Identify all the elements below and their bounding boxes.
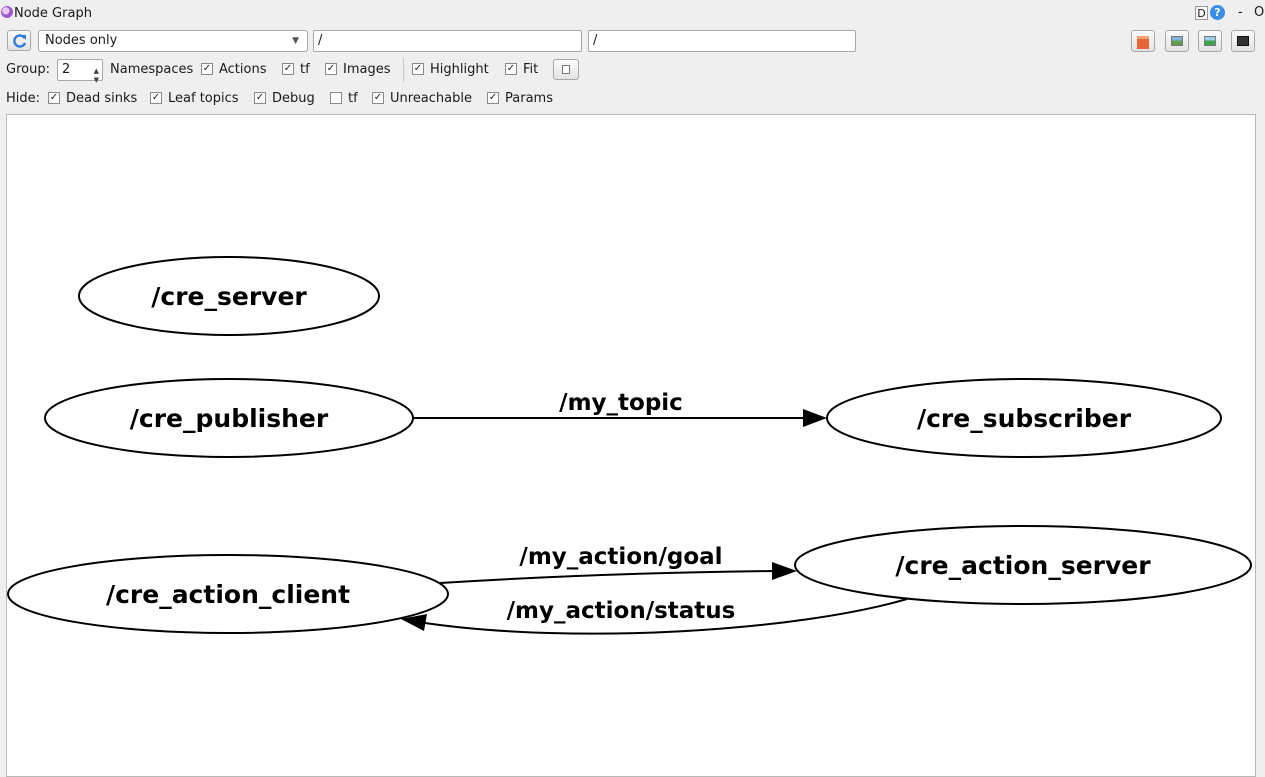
- hide-label: Hide:: [6, 91, 41, 106]
- hide-row: Hide: ✓ Dead sinks ✓ Leaf topics ✓ Debug…: [0, 87, 1265, 109]
- screen-icon: [1237, 36, 1249, 46]
- node-cre-server[interactable]: /cre_server: [78, 256, 380, 336]
- edge-my-action-goal[interactable]: /my_action/goal: [439, 544, 797, 584]
- spin-down-icon[interactable]: ▼: [93, 76, 99, 84]
- node-filter-input[interactable]: /: [313, 30, 582, 52]
- image-icon: [1171, 36, 1183, 46]
- leaf-topics-checkbox[interactable]: ✓: [150, 92, 162, 104]
- dead-sinks-checkbox[interactable]: ✓: [48, 92, 60, 104]
- fit-label: Fit: [523, 62, 539, 77]
- highlight-checkbox[interactable]: ✓: [412, 63, 424, 75]
- fit-checkbox[interactable]: ✓: [505, 63, 517, 75]
- image-save-icon: [1204, 36, 1216, 46]
- folder-icon: [1137, 36, 1149, 49]
- fit-icon: [562, 65, 570, 74]
- node-cre-publisher[interactable]: /cre_publisher: [44, 378, 414, 458]
- highlight-label: Highlight: [430, 62, 489, 77]
- app-icon: [1, 6, 13, 18]
- d-button[interactable]: D: [1195, 6, 1208, 20]
- hide-tf-label: tf: [348, 91, 358, 106]
- params-label: Params: [505, 91, 553, 106]
- minimize-button[interactable]: -: [1238, 5, 1243, 20]
- actions-label: Actions: [219, 62, 267, 77]
- topic-filter-input[interactable]: /: [588, 30, 856, 52]
- edge-label-my-action-status: /my_action/status: [507, 598, 736, 624]
- params-checkbox[interactable]: ✓: [487, 92, 499, 104]
- toolbar-row: Nodes only ▼ / /: [0, 29, 1265, 53]
- spin-up-icon[interactable]: ▲: [93, 67, 99, 75]
- edge-my-action-status[interactable]: /my_action/status: [401, 598, 908, 635]
- actions-checkbox[interactable]: ✓: [201, 63, 213, 75]
- group-spinbox[interactable]: 2 ▲ ▼: [57, 59, 103, 84]
- edge-label-my-topic: /my_topic: [559, 390, 683, 416]
- tf-checkbox[interactable]: ✓: [282, 63, 294, 75]
- help-icon[interactable]: ?: [1210, 5, 1225, 20]
- hide-tf-checkbox[interactable]: [330, 92, 342, 104]
- graph-mode-select[interactable]: Nodes only ▼: [38, 30, 308, 52]
- node-label-cre-subscriber: /cre_subscriber: [917, 404, 1132, 433]
- load-dot-button[interactable]: [1131, 30, 1155, 52]
- node-label-cre-action-client: /cre_action_client: [106, 580, 350, 609]
- images-label: Images: [343, 62, 391, 77]
- save-svg-button[interactable]: [1198, 30, 1222, 52]
- chevron-down-icon: ▼: [292, 36, 299, 46]
- graph-mode-value: Nodes only: [45, 33, 118, 48]
- group-value: 2: [62, 62, 71, 77]
- save-image-button[interactable]: [1231, 30, 1255, 52]
- debug-label: Debug: [272, 91, 315, 106]
- edge-label-my-action-goal: /my_action/goal: [519, 544, 722, 570]
- node-label-cre-action-server: /cre_action_server: [895, 551, 1151, 580]
- namespaces-label: Namespaces: [110, 62, 194, 77]
- debug-checkbox[interactable]: ✓: [254, 92, 266, 104]
- refresh-button[interactable]: [7, 30, 31, 51]
- dead-sinks-label: Dead sinks: [66, 91, 138, 106]
- node-label-cre-publisher: /cre_publisher: [130, 404, 329, 433]
- graph-svg[interactable]: /my_topic /my_action/goal /my_action/sta…: [7, 115, 1255, 776]
- node-label-cre-server: /cre_server: [151, 282, 307, 311]
- options-row: Group: 2 ▲ ▼ Namespaces ✓ Actions ✓ tf ✓…: [0, 58, 1265, 84]
- save-dot-button[interactable]: [1165, 30, 1189, 52]
- node-cre-action-server[interactable]: /cre_action_server: [794, 525, 1252, 605]
- fit-in-view-button[interactable]: [553, 59, 579, 80]
- separator: [403, 58, 404, 82]
- images-checkbox[interactable]: ✓: [325, 63, 337, 75]
- refresh-icon: [13, 34, 27, 48]
- graph-canvas[interactable]: /my_topic /my_action/goal /my_action/sta…: [6, 114, 1256, 777]
- node-cre-subscriber[interactable]: /cre_subscriber: [826, 378, 1222, 458]
- unreachable-label: Unreachable: [390, 91, 472, 106]
- window-title: Node Graph: [14, 6, 92, 21]
- node-cre-action-client[interactable]: /cre_action_client: [7, 554, 449, 634]
- leaf-topics-label: Leaf topics: [168, 91, 239, 106]
- close-button[interactable]: O: [1254, 5, 1265, 20]
- tf-label: tf: [300, 62, 310, 77]
- group-label: Group:: [6, 62, 50, 77]
- unreachable-checkbox[interactable]: ✓: [372, 92, 384, 104]
- title-bar: Node Graph D ? - O: [0, 0, 1265, 27]
- edge-my-topic[interactable]: /my_topic: [413, 390, 827, 427]
